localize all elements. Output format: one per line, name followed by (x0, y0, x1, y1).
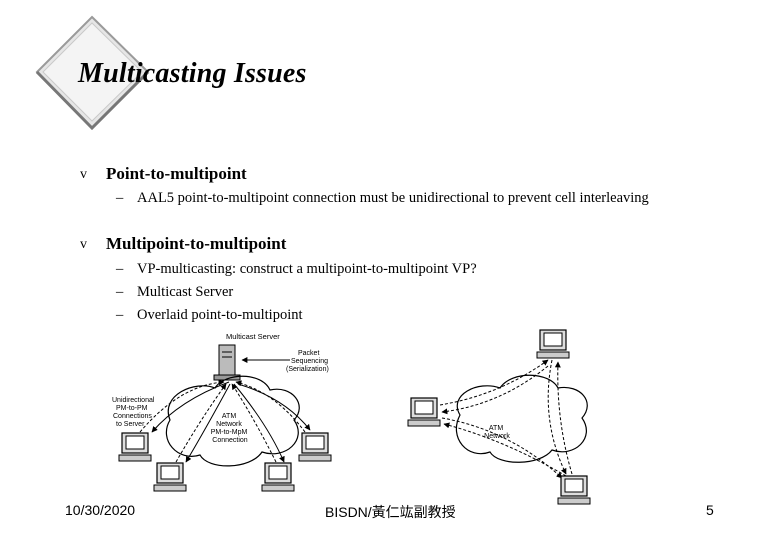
sub-bullet-text: Multicast Server (137, 284, 234, 300)
title-diamond-decoration (35, 15, 150, 130)
slide-title: Multicasting Issues (78, 58, 307, 89)
footer-date: 10/30/2020 (65, 502, 136, 518)
atm-network-right-label: ATM Network (484, 425, 510, 440)
sub-bullet-marker: – (116, 307, 124, 323)
left-diagram: Multicast Server Packet Sequencing (Seri… (112, 332, 332, 492)
multicast-server-label: Multicast Server (226, 332, 280, 341)
sub-bullet-marker: – (116, 284, 124, 300)
computer-icon (118, 432, 152, 462)
computer-icon (153, 462, 187, 492)
computer-icon (536, 329, 570, 359)
bullet-text: Multipoint-to-multipoint (106, 234, 287, 253)
bullet-text: Point-to-multipoint (106, 164, 247, 183)
sub-bullet-text: VP-multicasting: construct a multipoint-… (137, 261, 477, 277)
atm-cloud-right (455, 374, 588, 463)
bullet-marker: v (80, 237, 87, 252)
sub-bullet-marker: – (116, 190, 124, 206)
sub-bullet-text: Overlaid point-to-multipoint (137, 307, 303, 323)
bullet-marker: v (80, 167, 87, 182)
computer-icon (261, 462, 295, 492)
computer-icon (557, 475, 591, 505)
sub-bullet-text: AAL5 point-to-multipoint connection must… (137, 190, 649, 206)
unidirectional-connections-label: Unidirectional PM-to-PM Connections to S… (112, 397, 156, 428)
computer-icon (407, 397, 441, 427)
atm-network-left-label: ATM Network PM-to-MpM Connection (211, 413, 250, 444)
server-icon (213, 344, 241, 381)
right-diagram: ATM Network (407, 329, 591, 505)
sub-bullet-marker: – (116, 261, 124, 277)
computer-icon (298, 432, 332, 462)
packet-sequencing-label: Packet Sequencing (Serialization) (286, 350, 330, 373)
page-number: 5 (706, 502, 714, 518)
footer-author: BISDN/黃仁竑副教授 (325, 504, 456, 520)
